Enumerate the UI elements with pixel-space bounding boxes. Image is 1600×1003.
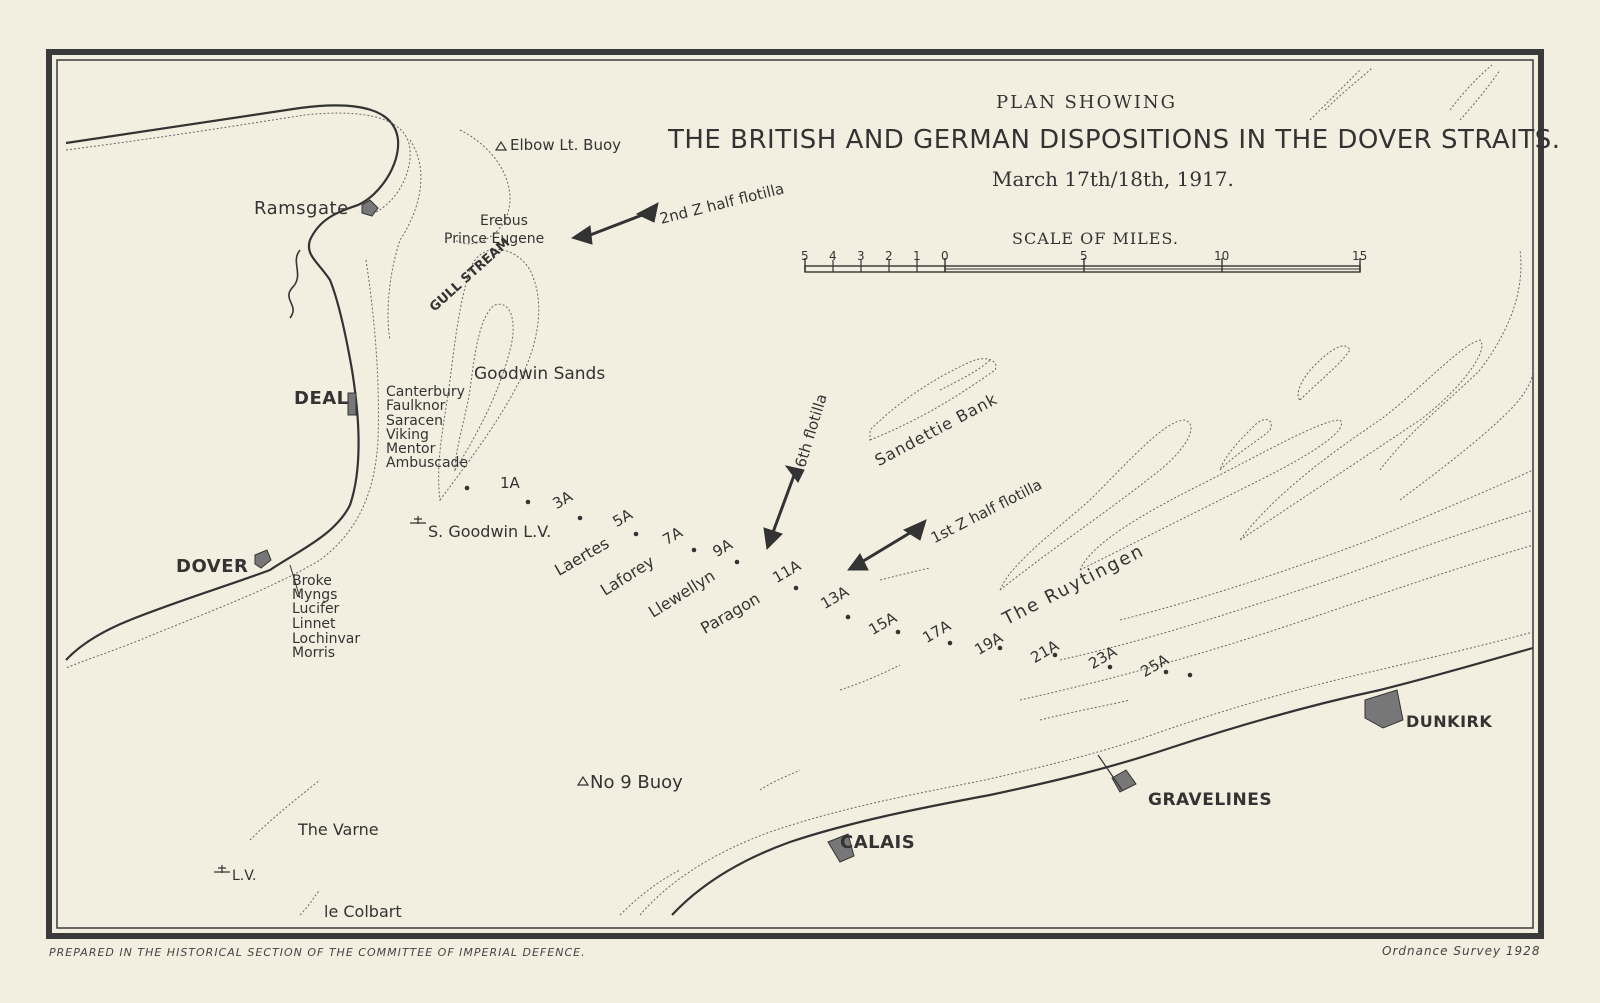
- ship-broke: Broke: [292, 573, 332, 589]
- map-border-outer: [46, 49, 1544, 939]
- scale-tick-4: 4: [829, 249, 837, 263]
- ramsgate-town-icon: [361, 199, 379, 217]
- arrow-6th-head: [763, 527, 783, 551]
- english-coastline: [65, 104, 400, 661]
- calais-town-icon: [827, 833, 855, 863]
- label-no9-buoy: No 9 Buoy: [590, 772, 683, 793]
- map-title: THE BRITISH AND GERMAN DISPOSITIONS IN T…: [668, 125, 1561, 155]
- town-symbols: [254, 199, 1404, 863]
- gravelines-town-icon: [1111, 769, 1137, 793]
- town-gravelines: GRAVELINES: [1148, 790, 1273, 810]
- dover-town-icon: [254, 549, 272, 569]
- ship-ambuscade: Ambuscade: [386, 455, 469, 471]
- arrow-2nd-z-head: [570, 225, 593, 245]
- dunkirk-town-icon: [1364, 689, 1404, 729]
- s-goodwin-lightvessel-icon: [410, 516, 426, 524]
- town-calais: CALAIS: [840, 832, 916, 853]
- no9-buoy-icon: [576, 775, 590, 786]
- scale-tick-15: 15: [1352, 249, 1368, 263]
- scale-label: SCALE OF MILES.: [1012, 229, 1179, 248]
- town-dover: DOVER: [176, 556, 249, 577]
- town-ramsgate: Ramsgate: [254, 198, 349, 219]
- deal-town-icon: [347, 392, 357, 416]
- patrol-point-1a: 1A: [500, 474, 520, 492]
- label-s-goodwin-lv: S. Goodwin L.V.: [428, 522, 552, 541]
- ship-lochinvar: Lochinvar: [292, 631, 361, 647]
- french-coastline: [671, 646, 1534, 916]
- dover-jetty: [289, 564, 301, 599]
- scale-tick-10: 10: [1214, 249, 1230, 263]
- arrow-1st-z-tail: [902, 519, 927, 541]
- ship-saracen: Saracen: [386, 413, 443, 429]
- ship-canterbury: Canterbury: [386, 384, 465, 400]
- varne-lightvessel-icon: [214, 865, 230, 873]
- town-deal: DEAL: [294, 388, 349, 409]
- arrow-1st-z-half-flotilla: [859, 526, 919, 565]
- ship-faulknor: Faulknor: [386, 398, 446, 414]
- buoy-markers: [214, 140, 590, 873]
- scale-tick-5r: 5: [1080, 249, 1088, 263]
- ship-morris: Morris: [292, 645, 336, 661]
- scale-bar: [804, 258, 1361, 273]
- flotilla-arrows: [570, 202, 927, 571]
- map-border-inner: [56, 59, 1534, 929]
- town-dunkirk: DUNKIRK: [1406, 712, 1493, 731]
- ship-lucifer: Lucifer: [292, 601, 340, 617]
- scale-tick-0: 0: [941, 249, 949, 263]
- map-date: March 17th/18th, 1917.: [992, 167, 1234, 191]
- title-line1: PLAN SHOWING: [996, 92, 1178, 113]
- arrow-6th-flotilla: [770, 469, 798, 536]
- label-le-colbart: le Colbart: [324, 902, 402, 921]
- arrow-6th-tail: [784, 465, 805, 483]
- footer-prepared-by: PREPARED IN THE HISTORICAL SECTION OF TH…: [49, 946, 586, 959]
- label-elbow-buoy: Elbow Lt. Buoy: [510, 136, 622, 154]
- gravelines-jetty: [1097, 754, 1123, 791]
- ship-myngs: Myngs: [292, 587, 338, 603]
- elbow-buoy-icon: [494, 140, 508, 151]
- ship-linnet: Linnet: [292, 616, 336, 632]
- footer-ordnance-survey: Ordnance Survey 1928: [1382, 944, 1541, 958]
- english-coast-shoal: [65, 112, 411, 669]
- ship-erebus: Erebus: [480, 213, 528, 229]
- ship-mentor: Mentor: [386, 441, 436, 457]
- scale-tick-2: 2: [885, 249, 893, 263]
- patrol-dots: [464, 485, 1193, 678]
- ramsgate-inlet: [288, 249, 301, 319]
- arrow-1st-z-head: [847, 553, 869, 571]
- ship-viking: Viking: [386, 427, 429, 443]
- scale-tick-1: 1: [913, 249, 921, 263]
- label-lv: L.V.: [232, 868, 257, 884]
- arrow-2nd-z-half-flotilla: [584, 210, 651, 239]
- shoal-outlines: [249, 64, 1534, 916]
- ship-prince-eugene: Prince Eugene: [444, 231, 545, 247]
- scale-tick-5l: 5: [801, 249, 809, 263]
- label-the-varne: The Varne: [298, 820, 379, 839]
- arrow-2nd-z-tail: [635, 202, 659, 223]
- scale-tick-3: 3: [857, 249, 865, 263]
- label-goodwin-sands: Goodwin Sands: [474, 364, 606, 384]
